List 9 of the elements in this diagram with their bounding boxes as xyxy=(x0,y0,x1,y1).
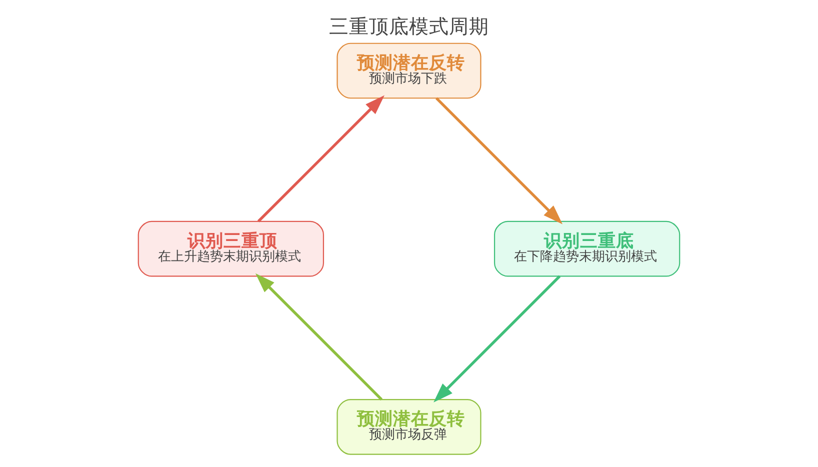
node-box: 识别三重顶 在上升趋势末期识别模式 xyxy=(138,220,324,277)
arrow xyxy=(255,273,383,400)
node-box: 预测潜在反转 预测市场反弹 xyxy=(336,398,482,455)
arrow xyxy=(434,275,561,402)
diagram-title: 三重顶底模式周期 xyxy=(328,14,489,38)
arrow xyxy=(435,97,563,224)
arrow xyxy=(257,95,384,222)
node-box: 识别三重底 在下降趋势末期识别模式 xyxy=(494,220,680,277)
node-box: 预测潜在反转 预测市场下跌 xyxy=(336,42,482,99)
